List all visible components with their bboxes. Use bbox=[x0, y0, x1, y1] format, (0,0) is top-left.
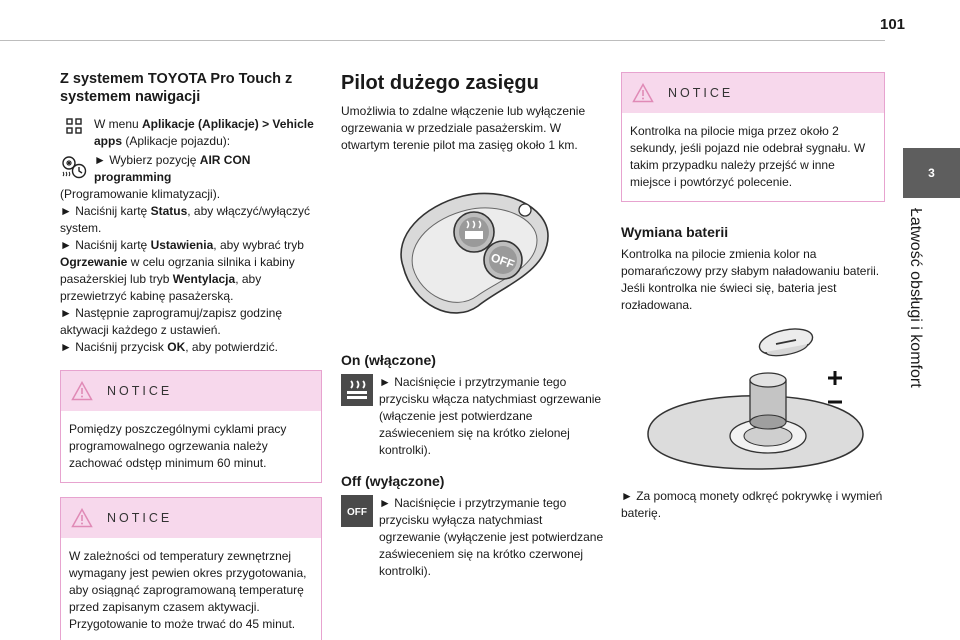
svg-text:OFF: OFF bbox=[347, 507, 367, 518]
on-instruction: ► Naciśnięcie i przytrzymanie tego przyc… bbox=[341, 374, 604, 459]
step-status-text: ► Naciśnij kartę Status, aby włączyć/wył… bbox=[60, 204, 310, 235]
chapter-number: 3 bbox=[928, 166, 935, 180]
menu-instruction: W menu Aplikacje (Aplikacje) > Vehicle a… bbox=[60, 116, 322, 150]
section-heading-remote: Pilot dużego zasięgu bbox=[341, 72, 539, 94]
remote-intro-text: Umożliwia to zdalne włączenie lub wyłącz… bbox=[341, 104, 586, 152]
battery-step-text: ► Za pomocą monety odkręć pokrywkę i wym… bbox=[621, 489, 883, 520]
step-program-text: ► Następnie zaprogramuj/zapisz godzinę a… bbox=[60, 306, 282, 337]
step-select-program-text: ► Wybierz pozycję AIR CON programming bbox=[94, 153, 251, 184]
column-left: Z systemem TOYOTA Pro Touch z systemem n… bbox=[60, 70, 322, 640]
notice-text: W zależności od temperatury zewnętrznej … bbox=[69, 549, 307, 631]
step-settings-text: ► Naciśnij kartę Ustawienia, aby wybrać … bbox=[60, 238, 304, 303]
remote-control-illustration: OFF bbox=[341, 176, 604, 326]
off-instruction-text: ► Naciśnięcie i przytrzymanie tego przyc… bbox=[379, 496, 604, 578]
notice-label: NOTICE bbox=[668, 86, 734, 100]
aircon-clock-icon bbox=[60, 152, 88, 186]
battery-description: Kontrolka na pilocie zmienia kolor na po… bbox=[621, 247, 880, 312]
notice-label: NOTICE bbox=[107, 384, 173, 398]
warning-triangle-icon bbox=[71, 508, 93, 528]
warning-triangle-icon bbox=[71, 381, 93, 401]
step-select-program-cont: (Programowanie klimatyzacji). bbox=[60, 187, 221, 201]
notice-text: Kontrolka na pilocie miga przez około 2 … bbox=[630, 124, 866, 189]
step-select-program: ► Wybierz pozycję AIR CON programming bbox=[60, 152, 322, 186]
section-heading-navigation: Z systemem TOYOTA Pro Touch z systemem n… bbox=[60, 71, 293, 105]
chapter-tab[interactable]: 3 bbox=[903, 148, 960, 198]
page-number: 101 bbox=[880, 16, 906, 33]
step-confirm-text: ► Naciśnij przycisk OK, aby potwierdzić. bbox=[60, 340, 278, 354]
notice-label: NOTICE bbox=[107, 511, 173, 525]
off-heading: Off (wyłączone) bbox=[341, 473, 445, 489]
notice-box-signal: NOTICE Kontrolka na pilocie miga przez o… bbox=[621, 72, 885, 202]
battery-heading: Wymiana baterii bbox=[621, 224, 729, 240]
on-instruction-text: ► Naciśnięcie i przytrzymanie tego przyc… bbox=[379, 375, 602, 457]
column-right: NOTICE Kontrolka na pilocie miga przez o… bbox=[621, 70, 885, 522]
heating-off-icon: OFF bbox=[341, 495, 373, 580]
on-heading: On (włączone) bbox=[341, 352, 436, 368]
warning-triangle-icon bbox=[632, 83, 654, 103]
notice-box-interval: NOTICE Pomiędzy poszczególnymi cyklami p… bbox=[60, 370, 322, 483]
notice-text: Pomiędzy poszczególnymi cyklami pracy pr… bbox=[69, 422, 287, 470]
battery-replacement-illustration bbox=[621, 324, 885, 474]
chapter-title: Łatwość obsługi i komfort bbox=[907, 208, 924, 388]
apps-grid-icon bbox=[60, 116, 88, 150]
column-middle: Pilot dużego zasięgu Umożliwia to zdalne… bbox=[341, 70, 604, 580]
notice-box-temperature: NOTICE W zależności od temperatury zewnę… bbox=[60, 497, 322, 640]
menu-path-text: W menu Aplikacje (Aplikacje) > Vehicle a… bbox=[94, 117, 314, 148]
off-instruction: OFF ► Naciśnięcie i przytrzymanie tego p… bbox=[341, 495, 604, 580]
heating-on-icon bbox=[341, 374, 373, 459]
header-divider bbox=[0, 40, 885, 41]
